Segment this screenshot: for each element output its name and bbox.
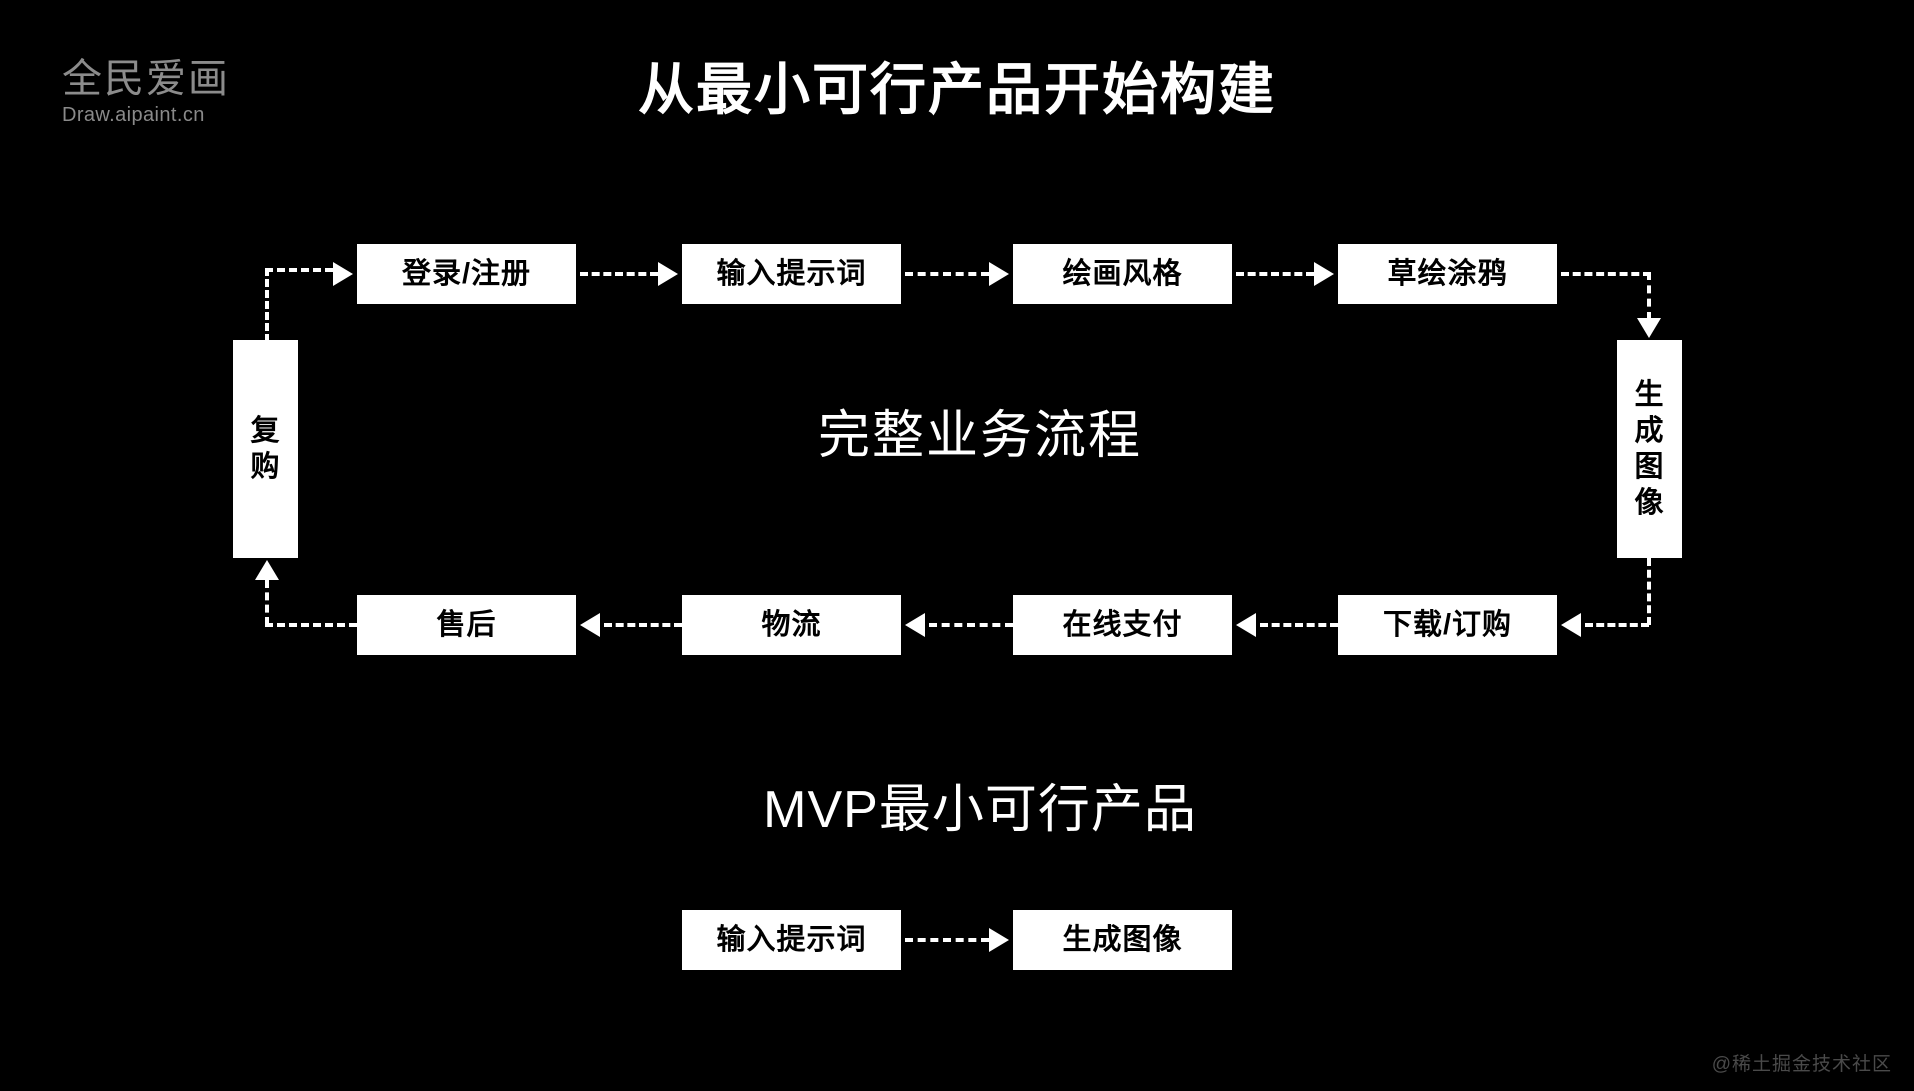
arrow-into-download xyxy=(1561,613,1581,637)
connector-logistics-to-aftersales xyxy=(604,623,682,627)
flow-node-label: 绘画风格 xyxy=(1062,258,1183,290)
flow-node-logistics: 物流 xyxy=(682,595,901,655)
brand-logo: 全民爱画 Draw.aipaint.cn xyxy=(62,57,322,127)
flow-node-label: 在线支付 xyxy=(1062,609,1183,641)
flow-section-label: 完整业务流程 xyxy=(817,407,1142,465)
flow-node-repurchase: 复 购 xyxy=(233,340,298,558)
flow-node-char: 购 xyxy=(250,451,281,483)
page-title: 从最小可行产品开始构建 xyxy=(638,58,1276,121)
flow-node-label: 售后 xyxy=(436,609,497,641)
arrow-into-prompt xyxy=(658,262,678,286)
flow-node-label-vertical: 复 购 xyxy=(250,413,280,485)
connector-payment-to-logistics xyxy=(929,623,1013,627)
watermark: @稀土掘金技术社区 xyxy=(1711,1054,1892,1075)
arrow-into-repurchase xyxy=(255,560,279,580)
flow-node-char: 复 xyxy=(250,415,281,447)
connector-download-to-payment xyxy=(1260,623,1338,627)
connector-style-to-sketch xyxy=(1236,272,1314,276)
arrow-into-mvp-generate xyxy=(989,928,1009,952)
brand-url: Draw.aipaint.cn xyxy=(62,104,205,126)
connector-repurchase-up xyxy=(265,268,269,342)
arrow-into-style xyxy=(989,262,1009,286)
connector-sketch-to-generate xyxy=(1561,272,1651,276)
flow-node-label: 物流 xyxy=(761,609,822,641)
flow-node-label: 登录/注册 xyxy=(401,258,532,290)
flow-node-label-vertical: 生 成 图 像 xyxy=(1634,377,1664,521)
flow-node-label: 输入提示词 xyxy=(716,258,867,290)
flow-node-label: 下载/订购 xyxy=(1382,609,1513,641)
arrow-into-payment xyxy=(1236,613,1256,637)
mvp-node-generate-image: 生成图像 xyxy=(1013,910,1232,970)
flow-node-char: 成 xyxy=(1634,415,1665,447)
flow-node-char: 图 xyxy=(1634,451,1665,483)
flow-node-sketch-doodle: 草绘涂鸦 xyxy=(1338,244,1557,304)
connector-mvp-prompt-to-generate xyxy=(905,938,989,942)
mvp-section-label: MVP最小可行产品 xyxy=(763,781,1197,839)
connector-generate-down xyxy=(1647,272,1651,320)
arrow-into-generate xyxy=(1637,318,1661,338)
arrow-into-sketch xyxy=(1314,262,1334,286)
connector-prompt-to-style xyxy=(905,272,989,276)
flow-node-online-payment: 在线支付 xyxy=(1013,595,1232,655)
flow-node-after-sales: 售后 xyxy=(357,595,576,655)
flow-node-download-order: 下载/订购 xyxy=(1338,595,1557,655)
connector-generate-to-download xyxy=(1585,623,1649,627)
arrow-into-aftersales xyxy=(580,613,600,637)
flow-node-paint-style: 绘画风格 xyxy=(1013,244,1232,304)
flow-node-char: 生 xyxy=(1634,379,1665,411)
flow-node-input-prompt: 输入提示词 xyxy=(682,244,901,304)
flow-node-login: 登录/注册 xyxy=(357,244,576,304)
connector-aftersales-to-repurchase xyxy=(265,623,357,627)
brand-name: 全民爱画 xyxy=(62,57,230,101)
flow-node-generate-image: 生 成 图 像 xyxy=(1617,340,1682,558)
connector-login-to-prompt xyxy=(580,272,658,276)
arrow-into-logistics xyxy=(905,613,925,637)
mvp-node-label: 输入提示词 xyxy=(716,924,867,956)
connector-repurchase-up-return xyxy=(265,580,269,625)
mvp-node-label: 生成图像 xyxy=(1062,924,1183,956)
connector-repurchase-to-login xyxy=(265,268,333,272)
mvp-node-input-prompt: 输入提示词 xyxy=(682,910,901,970)
connector-generate-to-download-down xyxy=(1647,558,1651,625)
flow-node-char: 像 xyxy=(1634,487,1665,519)
arrow-into-login xyxy=(333,262,353,286)
flow-node-label: 草绘涂鸦 xyxy=(1387,258,1508,290)
